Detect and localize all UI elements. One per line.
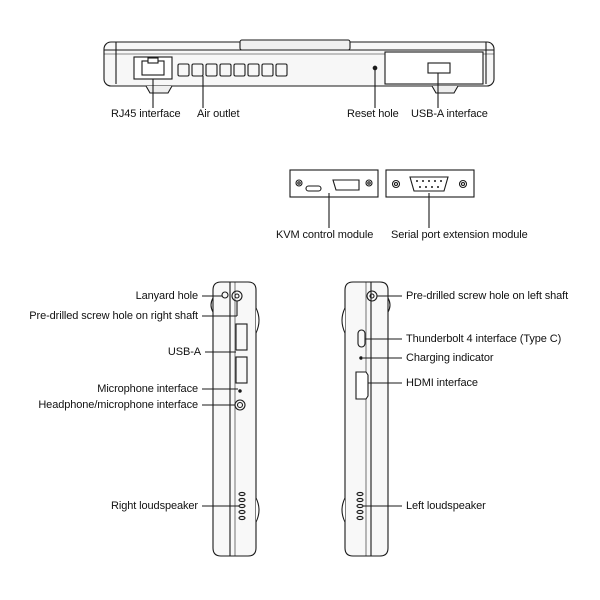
right-side-view — [202, 281, 260, 557]
screw-right-label: Pre-drilled screw hole on right shaft — [29, 310, 198, 322]
air-outlet-vents — [177, 63, 288, 77]
back-panel-view — [103, 39, 495, 108]
mic-label: Microphone interface — [97, 383, 198, 395]
rj45-label: RJ45 interface — [111, 108, 181, 120]
lanyard-hole-label: Lanyard hole — [135, 290, 199, 302]
screw-left-label: Pre-drilled screw hole on left shaft — [406, 290, 569, 302]
serial-module-view — [385, 169, 475, 228]
foot-right — [431, 85, 459, 94]
kvm-module-label: KVM control module — [276, 229, 374, 241]
left-side-view — [341, 281, 402, 557]
hinge-bar — [239, 39, 351, 51]
thunderbolt-label: Thunderbolt 4 interface (Type C) — [406, 333, 562, 345]
air-outlet-label: Air outlet — [197, 108, 240, 120]
right-speaker-label: Right loudspeaker — [111, 500, 198, 512]
hdmi-label: HDMI interface — [406, 377, 478, 389]
charging-label: Charging indicator — [406, 352, 494, 364]
left-speaker-label: Left loudspeaker — [406, 500, 486, 512]
kvm-module-view — [289, 169, 379, 228]
reset-hole-label: Reset hole — [347, 108, 399, 120]
foot-left — [145, 85, 173, 94]
serial-module-label: Serial port extension module — [391, 229, 528, 241]
usb-a-port — [427, 62, 451, 74]
usb-a-label: USB-A interface — [411, 108, 488, 120]
headphone-label: Headphone/microphone interface — [38, 399, 198, 411]
usb-a-side-label: USB-A — [167, 346, 201, 358]
reset-hole — [372, 65, 378, 71]
